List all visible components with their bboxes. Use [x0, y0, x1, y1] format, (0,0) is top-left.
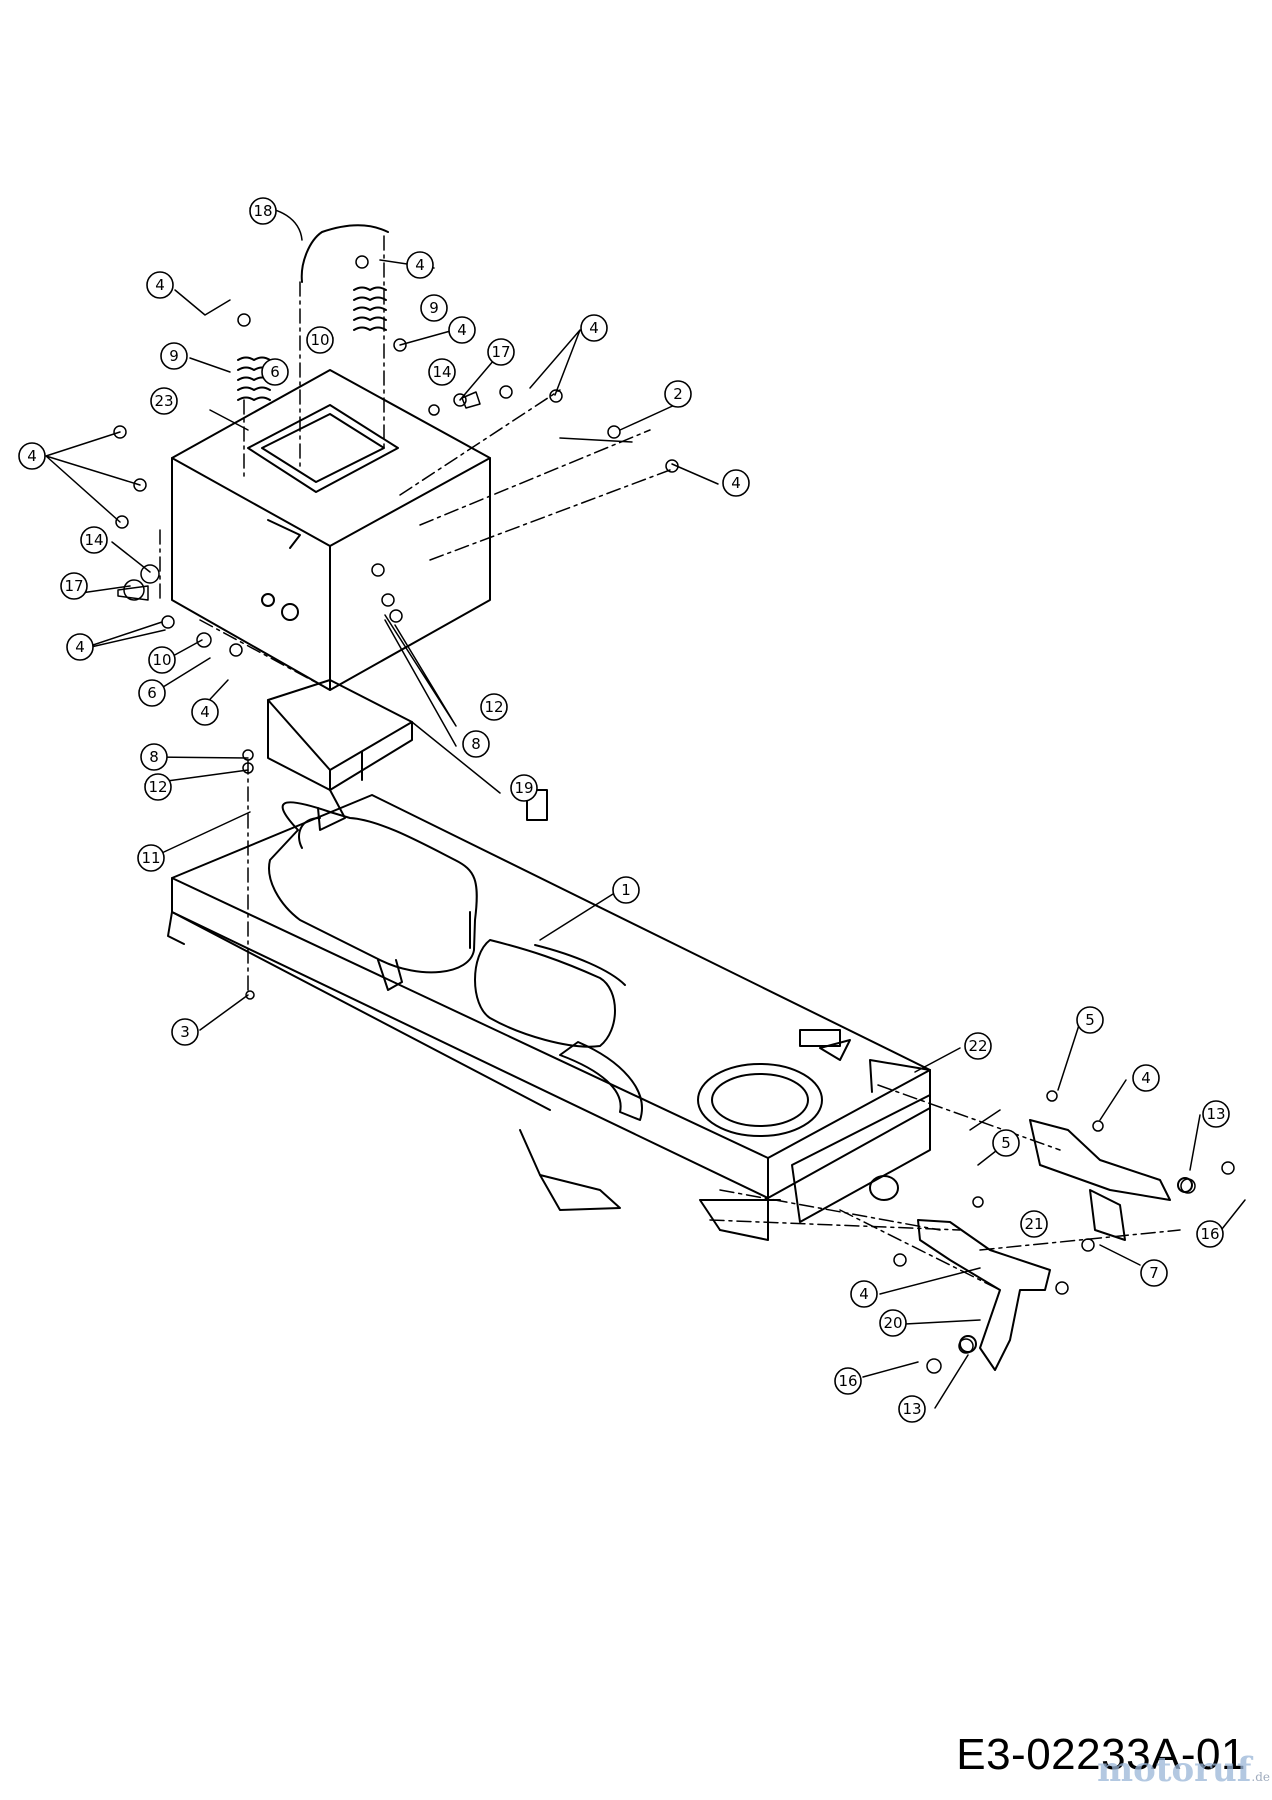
svg-text:12: 12 [484, 698, 503, 716]
callout-19: 19 [510, 774, 538, 802]
svg-text:6: 6 [147, 684, 157, 702]
svg-text:16: 16 [1200, 1225, 1219, 1243]
callout-4: 4 [850, 1280, 878, 1308]
callout-10: 10 [148, 646, 176, 674]
svg-text:14: 14 [84, 531, 103, 549]
chassis-frame [167, 789, 931, 1241]
svg-text:5: 5 [1085, 1011, 1095, 1029]
svg-text:9: 9 [429, 299, 439, 317]
svg-text:7: 7 [1149, 1264, 1159, 1282]
svg-text:10: 10 [152, 651, 171, 669]
svg-text:17: 17 [64, 577, 83, 595]
callout-4: 4 [448, 316, 476, 344]
callout-8: 8 [140, 743, 168, 771]
callout-8: 8 [462, 730, 490, 758]
svg-text:22: 22 [968, 1037, 987, 1055]
callout-20: 20 [879, 1309, 907, 1337]
svg-text:4: 4 [75, 638, 85, 656]
svg-text:8: 8 [149, 748, 159, 766]
svg-text:4: 4 [589, 319, 599, 337]
callout-3: 3 [171, 1018, 199, 1046]
svg-text:21: 21 [1024, 1215, 1043, 1233]
callout-23: 23 [150, 387, 178, 415]
svg-text:23: 23 [154, 392, 173, 410]
callout-2: 2 [664, 380, 692, 408]
callout-4: 4 [580, 314, 608, 342]
callout-22: 22 [964, 1032, 992, 1060]
callout-11: 11 [137, 844, 165, 872]
callout-4: 4 [191, 698, 219, 726]
callout-5: 5 [992, 1129, 1020, 1157]
svg-text:12: 12 [148, 778, 167, 796]
svg-text:4: 4 [415, 256, 425, 274]
rod [300, 224, 389, 283]
callout-13: 13 [1202, 1100, 1230, 1128]
callout-16: 16 [1196, 1220, 1224, 1248]
callout-4: 4 [406, 251, 434, 279]
callout-21: 21 [1020, 1210, 1048, 1238]
callout-17: 17 [487, 338, 515, 366]
svg-text:4: 4 [457, 321, 467, 339]
spring-right [353, 286, 387, 331]
callout-14: 14 [80, 526, 108, 554]
svg-text:11: 11 [141, 849, 160, 867]
callout-4: 4 [1132, 1064, 1160, 1092]
callout-4: 4 [18, 442, 46, 470]
callout-9: 9 [420, 294, 448, 322]
svg-text:13: 13 [1206, 1105, 1225, 1123]
svg-text:18: 18 [253, 202, 272, 220]
svg-text:16: 16 [838, 1372, 857, 1390]
svg-text:4: 4 [155, 276, 165, 294]
callout-9: 9 [160, 342, 188, 370]
callout-4: 4 [146, 271, 174, 299]
callout-12: 12 [144, 773, 172, 801]
callout-16: 16 [834, 1367, 862, 1395]
svg-text:4: 4 [200, 703, 210, 721]
seat-housing [171, 369, 491, 791]
callout-4: 4 [722, 469, 750, 497]
callout-14: 14 [428, 358, 456, 386]
callout-5: 5 [1076, 1006, 1104, 1034]
callout-7: 7 [1140, 1259, 1168, 1287]
spring-left [237, 356, 271, 401]
svg-text:5: 5 [1001, 1134, 1011, 1152]
watermark-suffix: .de [1251, 1770, 1270, 1784]
callout-4: 4 [66, 633, 94, 661]
svg-text:8: 8 [471, 735, 481, 753]
callouts: 18 4 4 9 4 9 10 6 17 14 4 2 23 4 4 14 17… [18, 197, 1230, 1423]
svg-text:1: 1 [621, 881, 631, 899]
callout-12: 12 [480, 693, 508, 721]
svg-text:17: 17 [491, 343, 510, 361]
svg-text:9: 9 [169, 347, 179, 365]
svg-text:14: 14 [432, 363, 451, 381]
svg-text:4: 4 [859, 1285, 869, 1303]
svg-text:10: 10 [310, 331, 329, 349]
svg-text:4: 4 [731, 474, 741, 492]
watermark-text: motoruf [1097, 1750, 1252, 1790]
svg-text:3: 3 [180, 1023, 190, 1041]
svg-text:19: 19 [514, 779, 533, 797]
callout-6: 6 [138, 679, 166, 707]
callout-17: 17 [60, 572, 88, 600]
fasteners [113, 255, 1235, 1374]
callout-6: 6 [261, 358, 289, 386]
svg-text:6: 6 [270, 363, 280, 381]
callout-13: 13 [898, 1395, 926, 1423]
callout-10: 10 [306, 326, 334, 354]
svg-text:4: 4 [27, 447, 37, 465]
callout-1: 1 [612, 876, 640, 904]
rear-brackets [917, 1119, 1193, 1371]
svg-text:4: 4 [1141, 1069, 1151, 1087]
svg-text:13: 13 [902, 1400, 921, 1418]
diagram-code: E3-02233A-01 [956, 1730, 1246, 1779]
svg-text:20: 20 [883, 1314, 902, 1332]
watermark-logo: motoruf.de [1097, 1750, 1270, 1790]
callout-18: 18 [249, 197, 277, 225]
svg-text:2: 2 [673, 385, 683, 403]
